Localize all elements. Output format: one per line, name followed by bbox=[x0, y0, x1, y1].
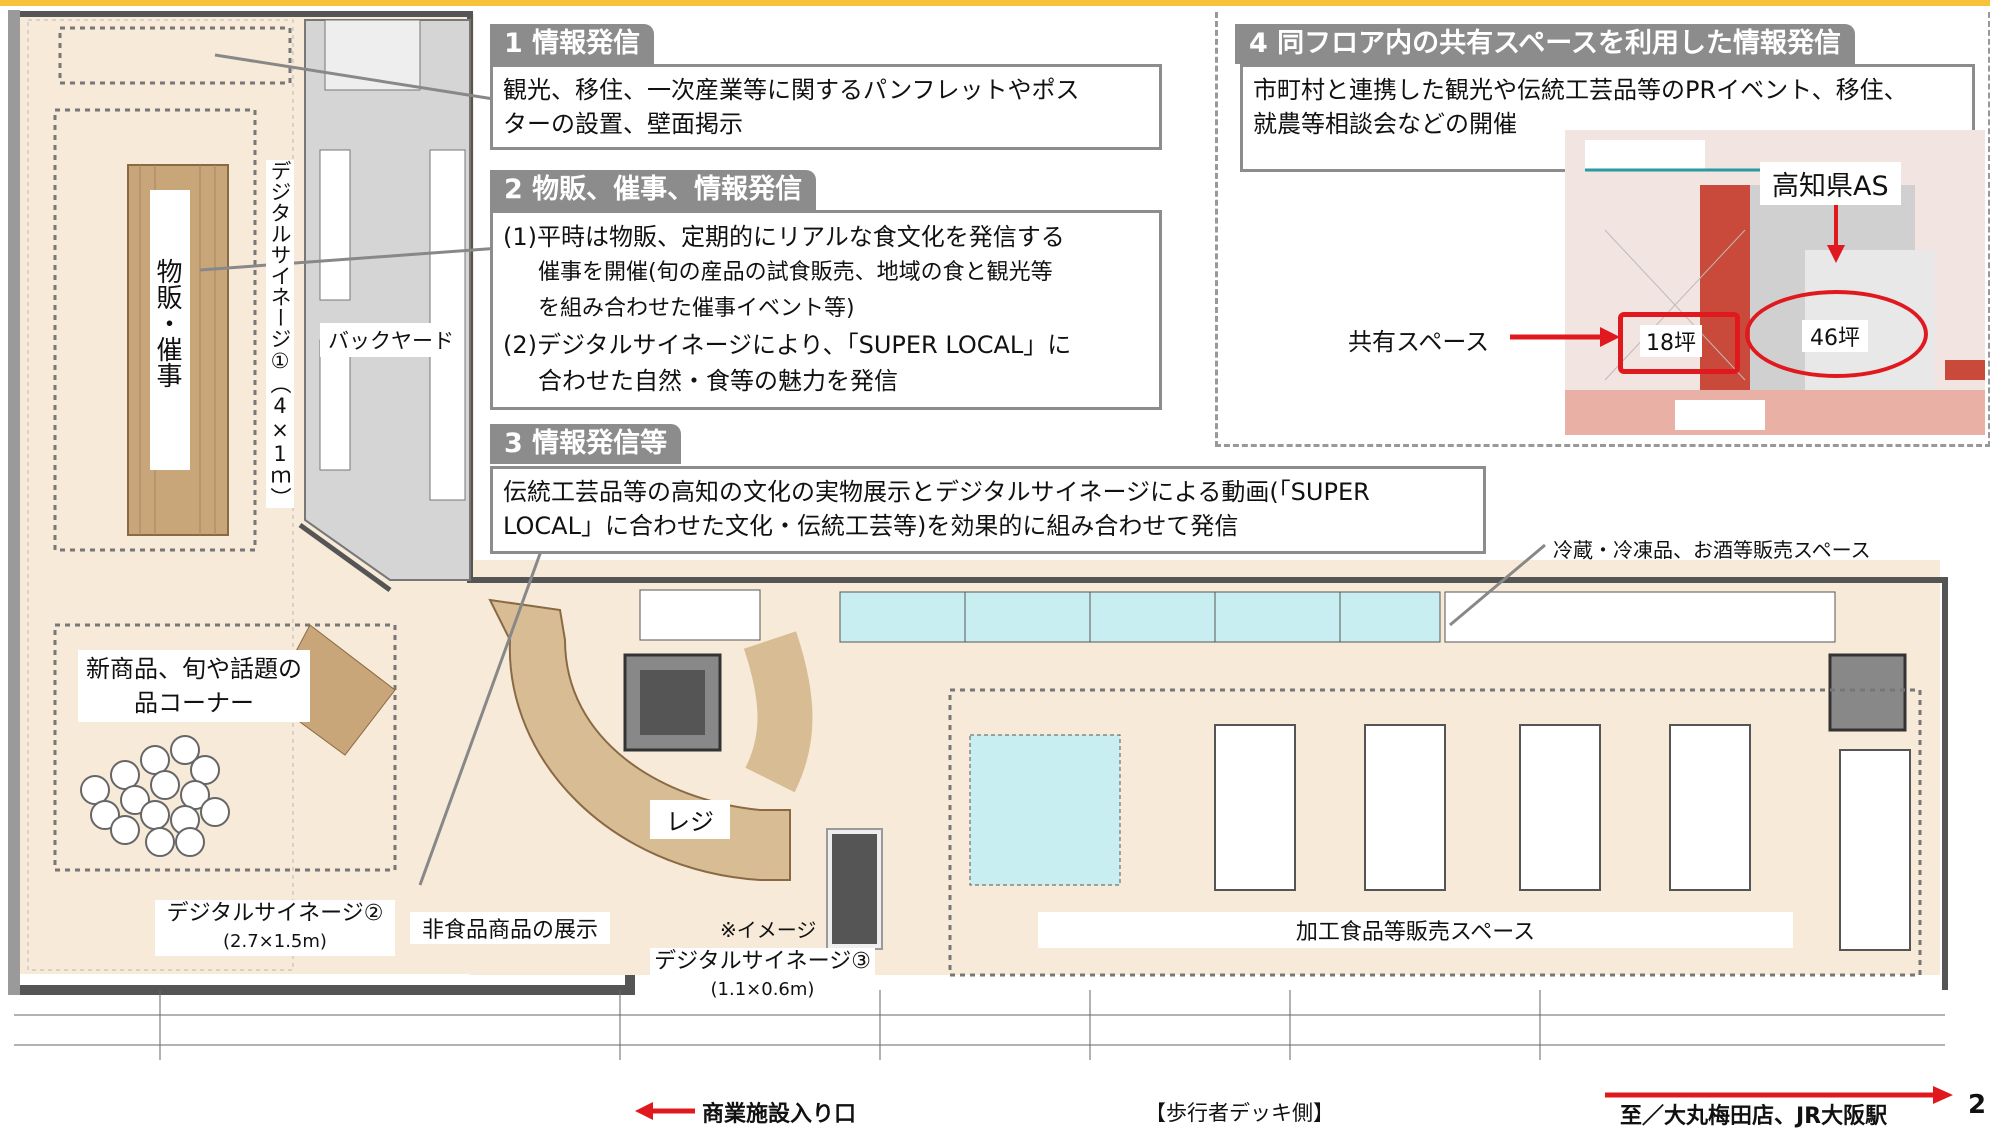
register-label: レジ bbox=[650, 800, 730, 839]
top-accent-bar bbox=[0, 0, 1990, 6]
entrance-arrow bbox=[635, 1102, 695, 1120]
cold-frozen-label: 冷蔵・冷凍品、お酒等販売スペース bbox=[1553, 538, 1871, 562]
section-2-line: 催事を開催(旬の産品の試食販売、地域の食と観光等 bbox=[538, 260, 1053, 285]
digital-signage-2-label: デジタルサイネージ② (2.7×1.5m) bbox=[155, 900, 395, 956]
section-3-line: LOCAL」に合わせた文化・伝統工芸等)を効果的に組み合わせて発信 bbox=[503, 512, 1239, 540]
image-note-label: ※イメージ bbox=[720, 918, 817, 942]
digital-signage-3-name: デジタルサイネージ③ bbox=[654, 949, 871, 974]
page-number: 2 bbox=[1968, 1090, 1987, 1120]
new-products-line: 品コーナー bbox=[134, 689, 254, 717]
inset-kochi-as-label: 高知県AS bbox=[1760, 162, 1901, 205]
section-3-body: 伝統工芸品等の高知の文化の実物展示とデジタルサイネージによる動画(「SUPER … bbox=[490, 466, 1486, 554]
non-food-label: 非食品商品の展示 bbox=[410, 912, 610, 944]
section-2-body: (1)平時は物販、定期的にリアルな食文化を発信する 催事を開催(旬の産品の試食販… bbox=[490, 210, 1162, 410]
section-1-body: 観光、移住、一次産業等に関するパンフレットやポス ターの設置、壁面掲示 bbox=[490, 64, 1162, 150]
digital-signage-3-label: デジタルサイネージ③ (1.1×0.6m) bbox=[650, 948, 875, 1004]
new-products-label: 新商品、旬や話題の 品コーナー bbox=[78, 650, 310, 722]
digital-signage-3-size: (1.1×0.6m) bbox=[710, 979, 815, 1000]
section-2-title: 2 物販、催事、情報発信 bbox=[490, 170, 817, 210]
processed-food-label: 加工食品等販売スペース bbox=[1038, 912, 1793, 948]
entrance-label: 商業施設入り口 bbox=[702, 1102, 857, 1127]
digital-signage-2-name: デジタルサイネージ② bbox=[166, 901, 384, 926]
section-4-title: 4 同フロア内の共有スペースを利用した情報発信 bbox=[1235, 24, 1855, 64]
signage-image bbox=[828, 830, 881, 948]
section-1-title: 1 情報発信 bbox=[490, 24, 655, 64]
merch-event-label: 物販・催事 bbox=[152, 258, 182, 388]
area-46-label: 46坪 bbox=[1802, 320, 1868, 352]
area-46-highlight bbox=[1745, 290, 1928, 378]
area-18-highlight bbox=[1618, 312, 1740, 374]
digital-signage-1-label: デジタルサイネージ①（4×1ｍ） bbox=[266, 160, 294, 508]
shared-space-label: 共有スペース bbox=[1348, 328, 1490, 356]
section-2-line: 合わせた自然・食等の魅力を発信 bbox=[538, 367, 898, 395]
kochi-as-arrow bbox=[1827, 205, 1845, 263]
section-2-line: を組み合わせた催事イベント等) bbox=[538, 296, 855, 321]
shared-space-arrow bbox=[1510, 327, 1620, 347]
section-2-line: (2)デジタルサイネージにより、「SUPER LOCAL」に bbox=[503, 331, 1072, 359]
section-4-line: 市町村と連携した観光や伝統工芸品等のPRイベント、移住、 bbox=[1253, 76, 1908, 104]
section-3-title: 3 情報発信等 bbox=[490, 424, 682, 464]
section-1-line: 観光、移住、一次産業等に関するパンフレットやポス bbox=[503, 76, 1080, 104]
floor-plan bbox=[8, 10, 1948, 1060]
deck-side-label: 【歩行者デッキ側】 bbox=[1145, 1101, 1334, 1125]
section-2-line: (1)平時は物販、定期的にリアルな食文化を発信する bbox=[503, 223, 1065, 251]
new-products-line: 新商品、旬や話題の bbox=[86, 655, 302, 683]
section-4-line: 就農等相談会などの開催 bbox=[1253, 110, 1517, 138]
section-3-line: 伝統工芸品等の高知の文化の実物展示とデジタルサイネージによる動画(「SUPER bbox=[503, 478, 1370, 506]
digital-signage-2-size: (2.7×1.5m) bbox=[223, 931, 327, 952]
stations-label: 至／大丸梅田店、JR大阪駅 bbox=[1620, 1104, 1888, 1129]
backyard-label: バックヤード bbox=[320, 323, 462, 357]
stations-arrow bbox=[1605, 1086, 1953, 1104]
section-4-frame bbox=[1215, 12, 1990, 447]
section-1-line: ターの設置、壁面掲示 bbox=[503, 110, 743, 138]
area-18-label: 18坪 bbox=[1640, 325, 1702, 357]
